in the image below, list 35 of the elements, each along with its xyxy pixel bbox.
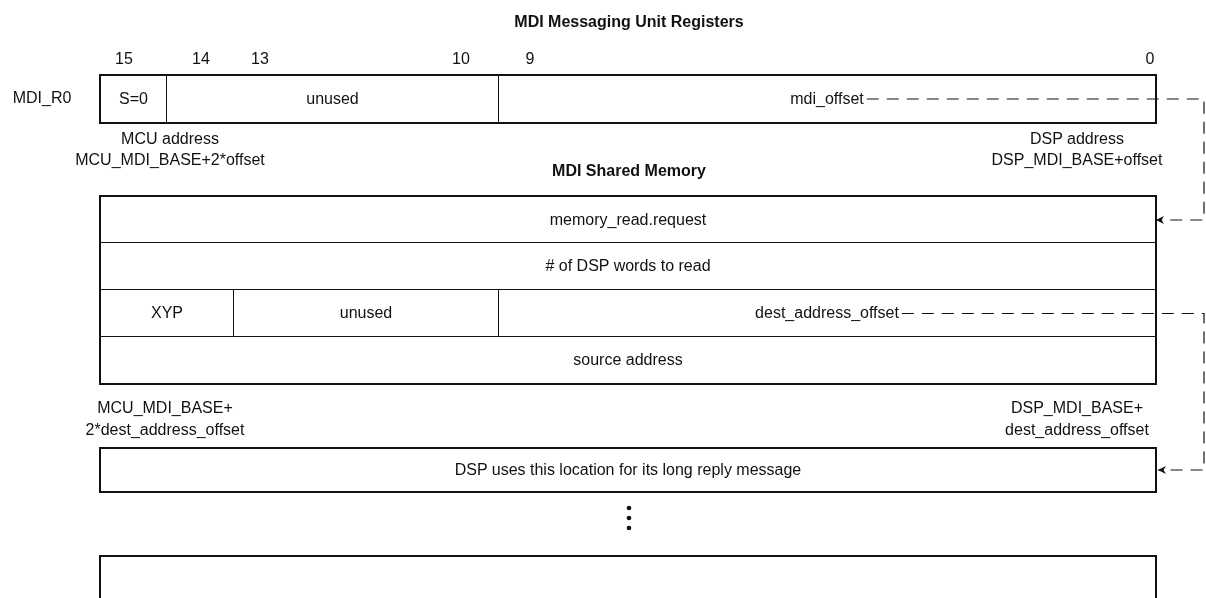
bit-number: 13: [251, 49, 269, 69]
bit-number: 14: [192, 49, 210, 69]
field-cell: [234, 290, 499, 337]
memory-block: [99, 555, 1157, 598]
field-label: unused: [306, 90, 359, 108]
field-label: dest_address_offset: [755, 304, 899, 322]
memory-block: [99, 74, 1157, 124]
address-label: DSP_MDI_BASE+offset: [991, 150, 1163, 170]
dashed-arrow: [866, 98, 1205, 224]
bit-number: 9: [525, 49, 535, 69]
field-cell: [101, 290, 234, 337]
field-label: XYP: [151, 304, 183, 322]
address-label: 2*dest_address_offset: [85, 420, 245, 440]
address-label: DSP address: [1030, 129, 1124, 149]
field-label: unused: [339, 304, 393, 322]
field-label: # of DSP words to read: [545, 257, 711, 275]
address-label: MCU address: [121, 129, 219, 149]
bit-number: 0: [1145, 49, 1155, 69]
field-label: DSP uses this location for its long reply message: [454, 461, 802, 479]
memory-block: [99, 195, 1157, 385]
section-heading: MDI Shared Memory: [552, 161, 706, 181]
field-cell: [99, 447, 1157, 493]
address-label: MCU_MDI_BASE+2*offset: [75, 150, 265, 170]
bit-number: 15: [115, 49, 133, 69]
field-label: source address: [573, 351, 683, 369]
field-label: mdi_offset: [790, 90, 864, 108]
bit-number: 10: [452, 49, 470, 69]
title: MDI Messaging Unit Registers: [514, 12, 744, 32]
field-label: S=0: [119, 90, 148, 108]
address-label: MCU_MDI_BASE+: [97, 398, 233, 418]
dashed-arrow: [901, 312, 1205, 474]
field-label: memory_read.request: [549, 210, 707, 229]
register-name: MDI_R0: [12, 88, 72, 108]
address-label: dest_address_offset: [1005, 420, 1149, 440]
address-label: DSP_MDI_BASE+: [1010, 398, 1144, 418]
